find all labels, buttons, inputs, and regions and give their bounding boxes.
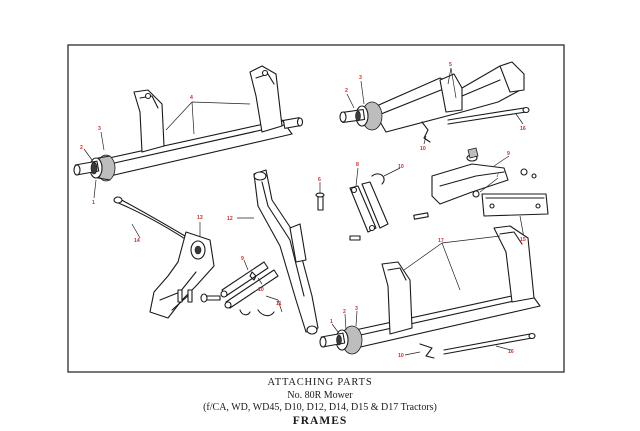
caption-title: ATTACHING PARTS bbox=[267, 377, 373, 388]
callout-3: 3 bbox=[359, 75, 362, 81]
callout-8: 8 bbox=[356, 162, 359, 168]
caption-section: FRAMES bbox=[292, 415, 348, 427]
links-11 bbox=[200, 261, 279, 317]
hanger-casting-13 bbox=[149, 231, 215, 319]
caption-model: No. 80R Mower bbox=[287, 390, 353, 401]
callout-10: 10 bbox=[258, 287, 264, 293]
callout-12: 12 bbox=[227, 216, 233, 222]
leaders-bottom-right bbox=[331, 235, 512, 356]
callout-3: 3 bbox=[355, 306, 358, 312]
callout-10: 10 bbox=[420, 146, 426, 152]
leaders-middle-left bbox=[131, 217, 283, 313]
callout-2: 2 bbox=[345, 88, 348, 94]
callout-16: 16 bbox=[508, 349, 514, 355]
caption-tractors: (f/CA, WD, WD45, D10, D12, D14, D15 & D1… bbox=[203, 402, 437, 413]
callout-10: 10 bbox=[398, 353, 404, 359]
callout-2: 2 bbox=[343, 309, 346, 315]
callout-14: 14 bbox=[134, 238, 140, 244]
callout-11: 11 bbox=[276, 301, 282, 307]
callout-9: 9 bbox=[241, 256, 244, 262]
callout-16: 16 bbox=[520, 126, 526, 132]
callout-17: 17 bbox=[438, 238, 444, 244]
callout-3: 3 bbox=[98, 126, 101, 132]
bottom-right-frame-assembly bbox=[319, 225, 541, 359]
callout-7: 7 bbox=[496, 173, 499, 179]
top-right-frame-assembly bbox=[339, 61, 530, 143]
callout-10: 10 bbox=[398, 164, 404, 170]
callout-13: 13 bbox=[197, 215, 203, 221]
callout-labels: 4 3 2 1 14 13 12 9 10 11 3 2 5 16 10 6 8… bbox=[80, 62, 526, 359]
callout-9: 9 bbox=[507, 151, 510, 157]
callout-15: 15 bbox=[520, 237, 526, 243]
lift-arm-12 bbox=[253, 169, 319, 335]
callout-4: 4 bbox=[190, 95, 193, 101]
leaders-top-left bbox=[83, 101, 251, 199]
leaders-top-right bbox=[346, 67, 524, 145]
drawing-border bbox=[67, 44, 565, 373]
bracket-parts-right bbox=[315, 147, 549, 241]
top-left-frame-assembly bbox=[73, 65, 304, 182]
callout-1: 1 bbox=[92, 200, 95, 206]
callout-6: 6 bbox=[318, 177, 321, 183]
callout-5: 5 bbox=[449, 62, 452, 68]
callout-1: 1 bbox=[330, 319, 333, 325]
callout-2: 2 bbox=[80, 145, 83, 151]
